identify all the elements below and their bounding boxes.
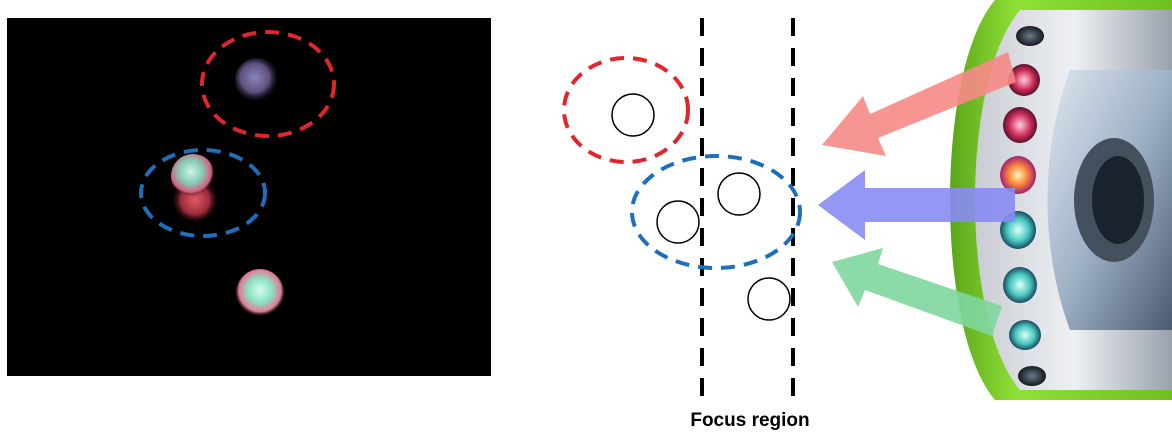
microscope-image bbox=[7, 18, 491, 376]
led-1 bbox=[1016, 26, 1044, 46]
led-7 bbox=[1009, 320, 1041, 350]
blue-arrow bbox=[818, 170, 1015, 240]
cell-outline-top bbox=[611, 93, 655, 137]
led-ring-illuminator bbox=[950, 0, 1172, 400]
cell-outline-bottom bbox=[747, 277, 791, 321]
blue-dashed-circle bbox=[630, 154, 802, 270]
green-arrow bbox=[832, 248, 1002, 336]
led-3 bbox=[1003, 107, 1037, 143]
led-6 bbox=[1003, 267, 1037, 303]
red-dashed-circle bbox=[562, 56, 690, 164]
cell-middle-upper bbox=[171, 154, 215, 198]
cell-outline-mid-right bbox=[717, 172, 761, 216]
cell-top bbox=[235, 58, 279, 102]
focus-diagram bbox=[562, 0, 1172, 400]
blue-dashed-circle bbox=[139, 148, 267, 238]
led-2 bbox=[1008, 64, 1040, 96]
red-arrow bbox=[822, 52, 1016, 156]
red-dashed-circle bbox=[200, 30, 336, 138]
cell-bottom bbox=[236, 269, 284, 317]
led-4 bbox=[1000, 156, 1036, 194]
focus-region-label: Focus region bbox=[690, 410, 810, 431]
ring-center-hole-inner bbox=[1092, 156, 1144, 244]
led-8 bbox=[1018, 366, 1046, 386]
cell-outline-mid-left bbox=[656, 200, 700, 244]
